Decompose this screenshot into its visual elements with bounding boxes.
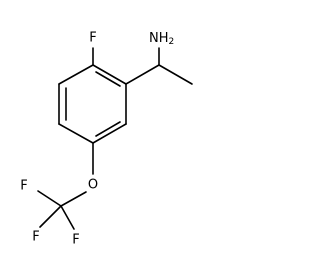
- structure-canvas: F NH2 O F F F: [20, 31, 193, 248]
- ring-bond-c4-c5: [58, 123, 94, 144]
- ring-bond-c6-c1: [58, 64, 94, 85]
- amine-label: NH2: [149, 31, 174, 48]
- ring-bond-c3-c4: [92, 123, 127, 144]
- ring-double-bond-c1-c2: [95, 71, 121, 87]
- molecule-drawing: F NH2 O F F F: [20, 31, 193, 248]
- bond-cf3-f-bottom-right: [60, 205, 75, 230]
- benzene-ring: [58, 64, 127, 144]
- ring-bond-c1-c2: [92, 64, 127, 85]
- bond-o-cf3: [60, 191, 87, 207]
- bond-ch-methyl: [158, 64, 193, 85]
- bond-c2-ch: [125, 64, 160, 85]
- cf3-f-bottom-left-label: F: [32, 230, 39, 245]
- amine-nh-text: NH: [149, 31, 169, 46]
- amine-subscript: 2: [169, 37, 175, 47]
- bond-cf3-f-left: [37, 190, 62, 207]
- oxygen-label: O: [88, 178, 98, 193]
- cf3-f-left-label: F: [20, 179, 27, 194]
- ring-double-bond-c3-c4: [95, 121, 121, 137]
- fluoro-label: F: [89, 31, 96, 46]
- cf3-f-bottom-right-label: F: [72, 233, 79, 248]
- bond-cf3-f-bottom-left: [39, 205, 62, 228]
